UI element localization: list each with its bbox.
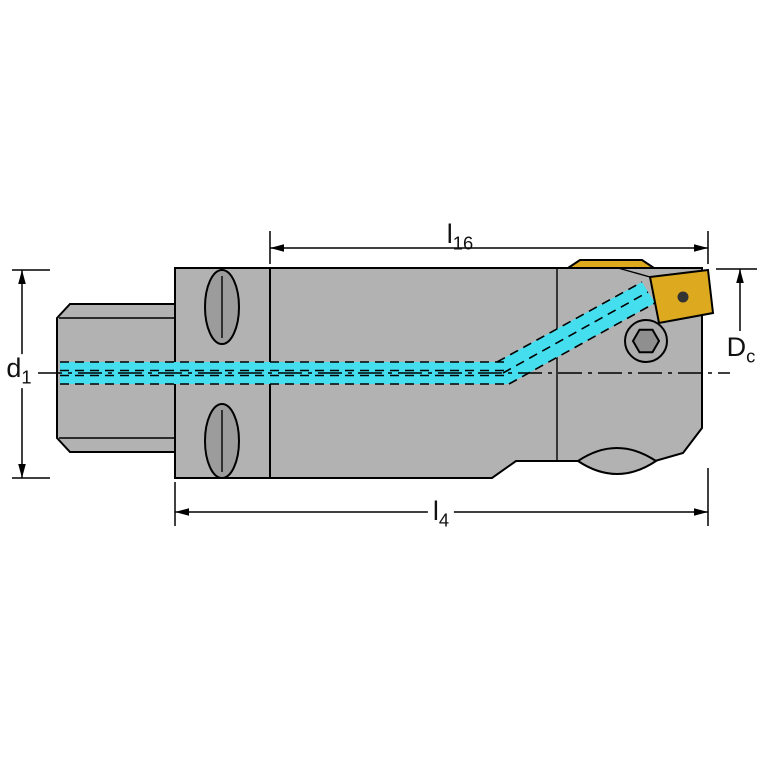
d1-arrow-bottom [18,464,26,478]
l16-sub-text: 16 [452,232,474,254]
insert-shim [564,259,658,269]
pocket-seat-line [617,267,651,278]
hex-socket-icon [631,328,661,354]
l4-sub-text: 4 [438,509,450,531]
head-bottom-port [576,447,658,475]
dimension-label-dc: Dc [727,334,756,366]
l16-arrow-right [694,244,708,252]
d1-sub-text: 1 [21,366,32,388]
dc-sub-text: c [746,345,756,367]
dimension-label-d1: d1 [1,353,37,388]
l4-arrow-right [694,508,708,516]
dimension-l16 [269,231,709,264]
d1-base-text: d [6,353,22,384]
insert-screw-hole [677,291,689,303]
coolant-hidden-diagonal-top [496,281,643,363]
dimension-label-l16: l16 [447,221,473,253]
l16-base-text: l [446,219,453,250]
dc-base-text: D [726,332,747,363]
coolant-hidden-diagonal-mid [502,291,649,374]
d1-arrow-top [18,270,26,284]
l4-base-text: l [432,496,439,527]
l4-arrow-left [175,508,189,516]
coolant-hidden-diagonal-bottom [508,302,656,385]
l16-arrow-left [270,244,284,252]
dimension-label-l4: l4 [427,496,455,531]
dc-arrow-top [736,269,744,283]
dimension-dc [716,268,757,331]
